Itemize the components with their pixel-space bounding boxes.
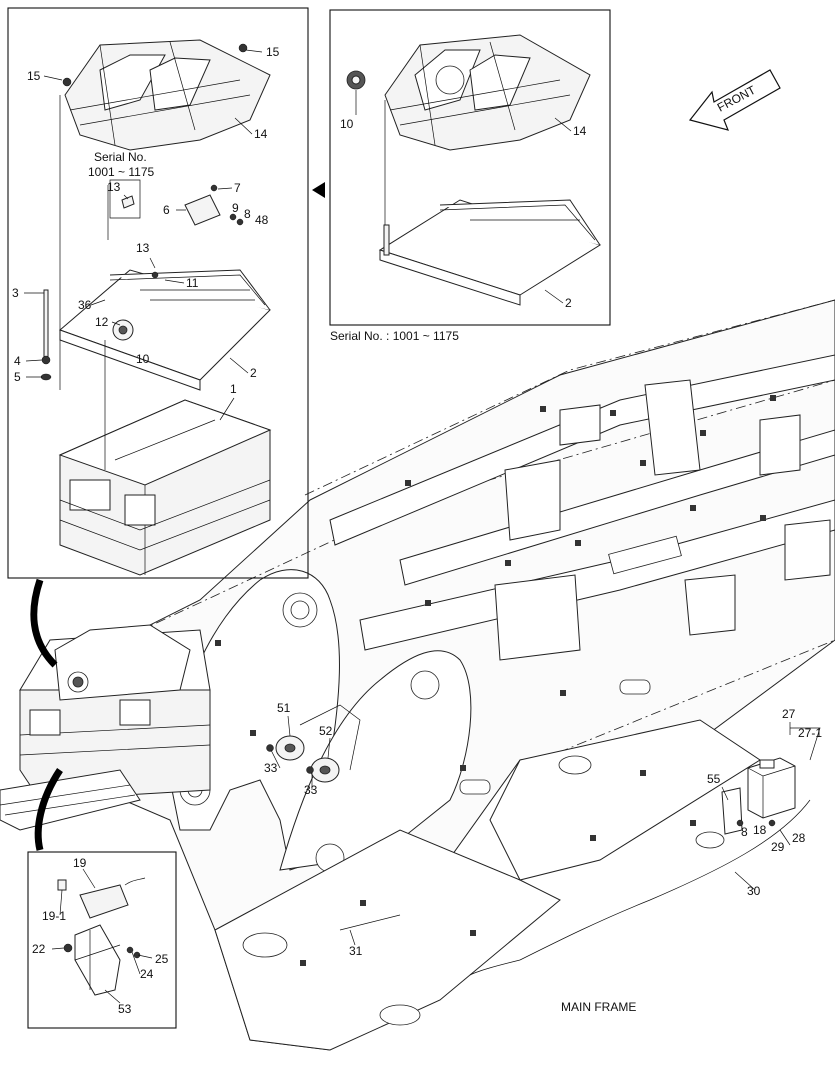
callout-3: 3: [12, 286, 19, 300]
callout-15-right: 15: [266, 45, 280, 59]
serial-no-left-line1: Serial No.: [94, 150, 147, 164]
box-pointer: [312, 182, 325, 198]
callout-2-right-box: 2: [565, 296, 572, 310]
callout-labels: 15 15 14 14 10 10 7 9 8 48 6 13 13 11 3 …: [12, 45, 822, 1016]
callout-19-1: 19-1: [42, 909, 66, 923]
callout-27-1: 27-1: [798, 726, 822, 740]
pointer-arrow-lower: [34, 768, 63, 851]
callout-15-left: 15: [27, 69, 41, 83]
detail-box-bottom: [27, 851, 177, 1029]
callout-6: 6: [163, 203, 170, 217]
callout-11: 11: [186, 276, 199, 290]
callout-55: 55: [707, 772, 721, 786]
callout-14-left: 14: [254, 127, 268, 141]
callout-8-lower: 8: [741, 825, 748, 839]
battery-installed: [0, 624, 211, 831]
callout-30: 30: [747, 884, 761, 898]
callout-53: 53: [118, 1002, 132, 1016]
callout-13-upper: 13: [107, 180, 121, 194]
callout-48: 48: [255, 213, 269, 227]
callout-13-lower: 13: [136, 241, 150, 255]
callout-2-left-box: 2: [250, 366, 257, 380]
detail-box-left: [7, 7, 309, 579]
callout-10-left-box: 10: [136, 352, 150, 366]
bottom-box-parts: [57, 877, 146, 996]
callout-5: 5: [14, 370, 21, 384]
callout-52: 52: [319, 724, 333, 738]
callout-51: 51: [277, 701, 291, 715]
callout-33-right: 33: [304, 783, 318, 797]
left-box-parts: [40, 39, 272, 576]
callout-7: 7: [234, 181, 241, 195]
callout-4: 4: [14, 354, 21, 368]
callout-18: 18: [753, 823, 767, 837]
callout-1: 1: [230, 382, 237, 396]
callout-12: 12: [95, 315, 109, 329]
callout-8-upper: 8: [244, 207, 251, 221]
washer-tank: [721, 757, 796, 835]
horn-assembly: [266, 704, 361, 783]
callout-29: 29: [771, 840, 785, 854]
callout-27: 27: [782, 707, 796, 721]
main-frame-label: MAIN FRAME: [561, 1000, 636, 1014]
detail-box-right: [329, 9, 611, 326]
callout-33-left: 33: [264, 761, 278, 775]
callout-9: 9: [232, 201, 239, 215]
pointer-arrow-upper: [30, 578, 58, 668]
serial-no-left-line2: 1001 ~ 1175: [88, 165, 155, 179]
main-frame-drawing: [59, 299, 835, 1051]
front-arrow: [688, 69, 781, 131]
callout-22: 22: [32, 942, 46, 956]
callout-28: 28: [792, 831, 806, 845]
callout-25: 25: [155, 952, 169, 966]
callout-leaders: [24, 49, 821, 1004]
callout-31: 31: [349, 944, 363, 958]
right-box-parts: [346, 34, 602, 306]
callout-24: 24: [140, 967, 154, 981]
serial-no-right: Serial No. : 1001 ~ 1175: [330, 329, 459, 343]
callout-19: 19: [73, 856, 87, 870]
callout-10-right-box: 10: [340, 117, 354, 131]
callout-36: 36: [78, 298, 92, 312]
callout-14-right: 14: [573, 124, 587, 138]
